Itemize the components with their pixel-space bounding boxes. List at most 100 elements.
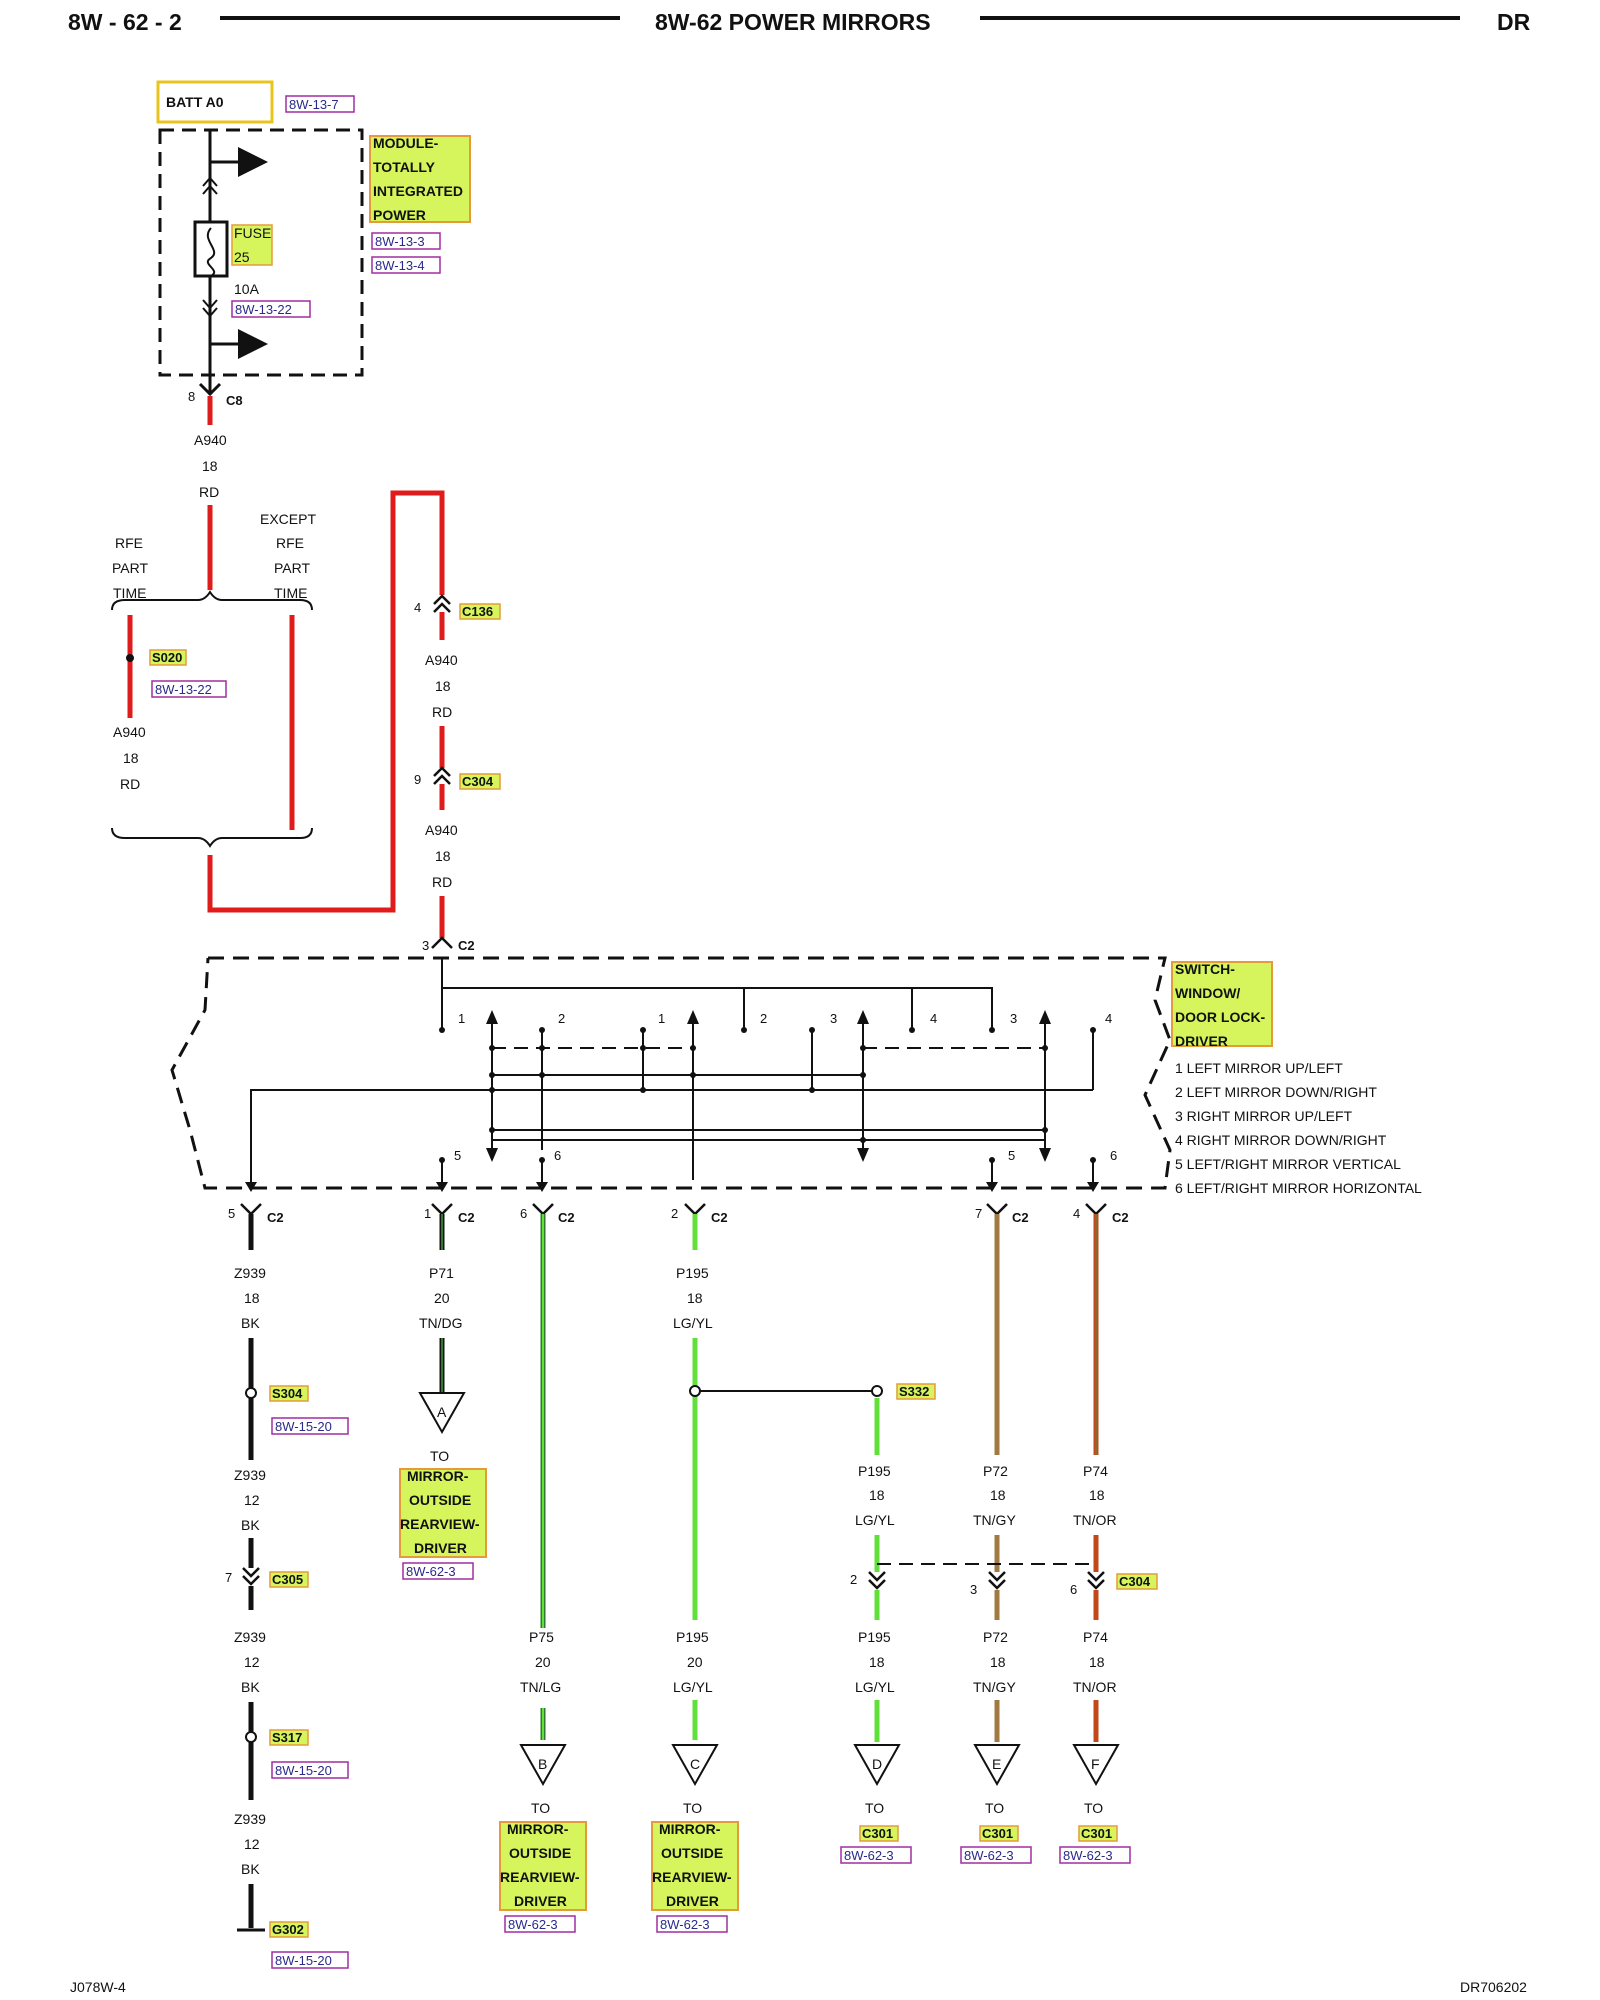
ref-link[interactable]: 8W-13-7 (289, 97, 339, 112)
ref-link[interactable]: 8W-62-3 (508, 1917, 558, 1932)
mirror-name: DRIVER (514, 1893, 567, 1909)
switch-name-3: DOOR LOCK- (1175, 1009, 1266, 1025)
c301-label: C301 (862, 1826, 893, 1841)
mirror-name: REARVIEW- (652, 1869, 732, 1885)
c136-pin: 4 (414, 600, 421, 615)
ref-link[interactable]: 8W-15-20 (275, 1419, 332, 1434)
c304-pin: 3 (970, 1582, 977, 1597)
wire-a940-code: A940 (194, 432, 227, 448)
circuit-p195: P195 18 LG/YL S332 P195 20 LG/YL C TO MI… (651, 1214, 936, 1933)
legend-item: 3 RIGHT MIRROR UP/LEFT (1175, 1108, 1353, 1124)
wire-a940-color: RD (199, 484, 219, 500)
c2-label: C2 (711, 1210, 728, 1225)
wire-gauge: 18 (990, 1487, 1006, 1503)
module-name-1: MODULE- (373, 135, 439, 151)
wire-a940-gauge: 18 (123, 750, 139, 766)
c305-label: C305 (272, 1572, 303, 1587)
c8-label: C8 (226, 393, 243, 408)
c2-label: C2 (1112, 1210, 1129, 1225)
switch-pin: 6 (1110, 1148, 1117, 1163)
c2-label: C2 (458, 1210, 475, 1225)
switch-name-1: SWITCH- (1175, 961, 1235, 977)
fuse-symbol (193, 220, 229, 278)
c304-pin: 2 (850, 1572, 857, 1587)
mirror-name: REARVIEW- (400, 1516, 480, 1532)
wire-code: P72 (983, 1629, 1008, 1645)
header-right: DR (1497, 9, 1531, 35)
c2-pin: 3 (422, 938, 429, 953)
footer-left: J078W-4 (70, 1979, 126, 1995)
mirror-name: OUTSIDE (661, 1845, 723, 1861)
wire-a940-code: A940 (113, 724, 146, 740)
ref-link[interactable]: 8W-62-3 (964, 1848, 1014, 1863)
splice-s332: S332 (899, 1384, 929, 1399)
wire-gauge: 18 (869, 1487, 885, 1503)
mirror-name: DRIVER (414, 1540, 467, 1556)
to-label: TO (683, 1800, 702, 1816)
switch-pin: 1 (458, 1011, 465, 1026)
wire-code: P74 (1083, 1629, 1108, 1645)
variant-rfe: TIME (113, 585, 146, 601)
c2-label: C2 (558, 1210, 575, 1225)
mirror-name: DRIVER (666, 1893, 719, 1909)
c301-label: C301 (982, 1826, 1013, 1841)
wire-code: P71 (429, 1265, 454, 1281)
circuit-p71: P71 20 TN/DG A TO MIRROR- OUTSIDE REARVI… (399, 1214, 487, 1580)
wire-a940-gauge: 18 (202, 458, 218, 474)
ref-link[interactable]: 8W-13-22 (235, 302, 292, 317)
arrow-letter: C (690, 1756, 700, 1772)
arrow-letter: B (538, 1756, 547, 1772)
c2-pin: 2 (671, 1206, 678, 1221)
wire-z939-color: BK (241, 1679, 260, 1695)
ref-link[interactable]: 8W-13-4 (375, 258, 425, 273)
wire-gauge: 18 (990, 1654, 1006, 1670)
wire-code: P195 (858, 1463, 891, 1479)
arrow-letter: A (437, 1404, 447, 1420)
c304-pin: 6 (1070, 1582, 1077, 1597)
legend-item: 6 LEFT/RIGHT MIRROR HORIZONTAL (1175, 1180, 1422, 1196)
variant-except: TIME (274, 585, 307, 601)
ref-link[interactable]: 8W-62-3 (844, 1848, 894, 1863)
c304-label: C304 (1119, 1574, 1151, 1589)
switch-pin: 3 (830, 1011, 837, 1026)
fuse-number: 25 (234, 249, 250, 265)
ref-link[interactable]: 8W-15-20 (275, 1763, 332, 1778)
ref-link[interactable]: 8W-62-3 (1063, 1848, 1113, 1863)
switch-name-4: DRIVER (1175, 1033, 1228, 1049)
c2-connectors: 5 C2 1 C2 6 C2 2 C2 7 C2 4 C2 (228, 1203, 1129, 1225)
wire-a940-gauge: 18 (435, 678, 451, 694)
splice-s304: S304 (272, 1386, 303, 1401)
switch-pin: 6 (554, 1148, 561, 1163)
wire-color: LG/YL (673, 1315, 713, 1331)
c304-label: C304 (462, 774, 494, 789)
wire-z939-gauge: 12 (244, 1654, 260, 1670)
wire-color: TN/GY (973, 1679, 1016, 1695)
wire-color: TN/GY (973, 1512, 1016, 1528)
ref-link[interactable]: 8W-62-3 (406, 1564, 456, 1579)
variant-rfe: RFE (115, 535, 143, 551)
switch-pin: 4 (930, 1011, 937, 1026)
ref-link[interactable]: 8W-13-22 (155, 682, 212, 697)
ground-g302: G302 (272, 1922, 304, 1937)
ref-link[interactable]: 8W-62-3 (660, 1917, 710, 1932)
c2-pin: 6 (520, 1206, 527, 1221)
fuse-name: FUSE (234, 225, 271, 241)
power-module: BATT A0 8W-13-7 MODULE- TOTALLY INTEGRAT… (156, 80, 471, 395)
wire-code: P74 (1083, 1463, 1108, 1479)
legend-item: 2 LEFT MIRROR DOWN/RIGHT (1175, 1084, 1377, 1100)
wire-z939-code: Z939 (234, 1467, 266, 1483)
wire-code: P75 (529, 1629, 554, 1645)
ref-link[interactable]: 8W-15-20 (275, 1953, 332, 1968)
wire-code: P195 (676, 1265, 709, 1281)
switch-pin: 5 (1008, 1148, 1015, 1163)
module-name-4: POWER (373, 207, 426, 223)
wire-z939-code: Z939 (234, 1265, 266, 1281)
footer-right: DR706202 (1460, 1979, 1527, 1995)
ref-link[interactable]: 8W-13-3 (375, 234, 425, 249)
wire-color: TN/OR (1073, 1679, 1117, 1695)
c2-pin: 5 (228, 1206, 235, 1221)
wire-a940-code: A940 (425, 652, 458, 668)
wire-code: P195 (858, 1629, 891, 1645)
wire-z939-gauge: 12 (244, 1492, 260, 1508)
